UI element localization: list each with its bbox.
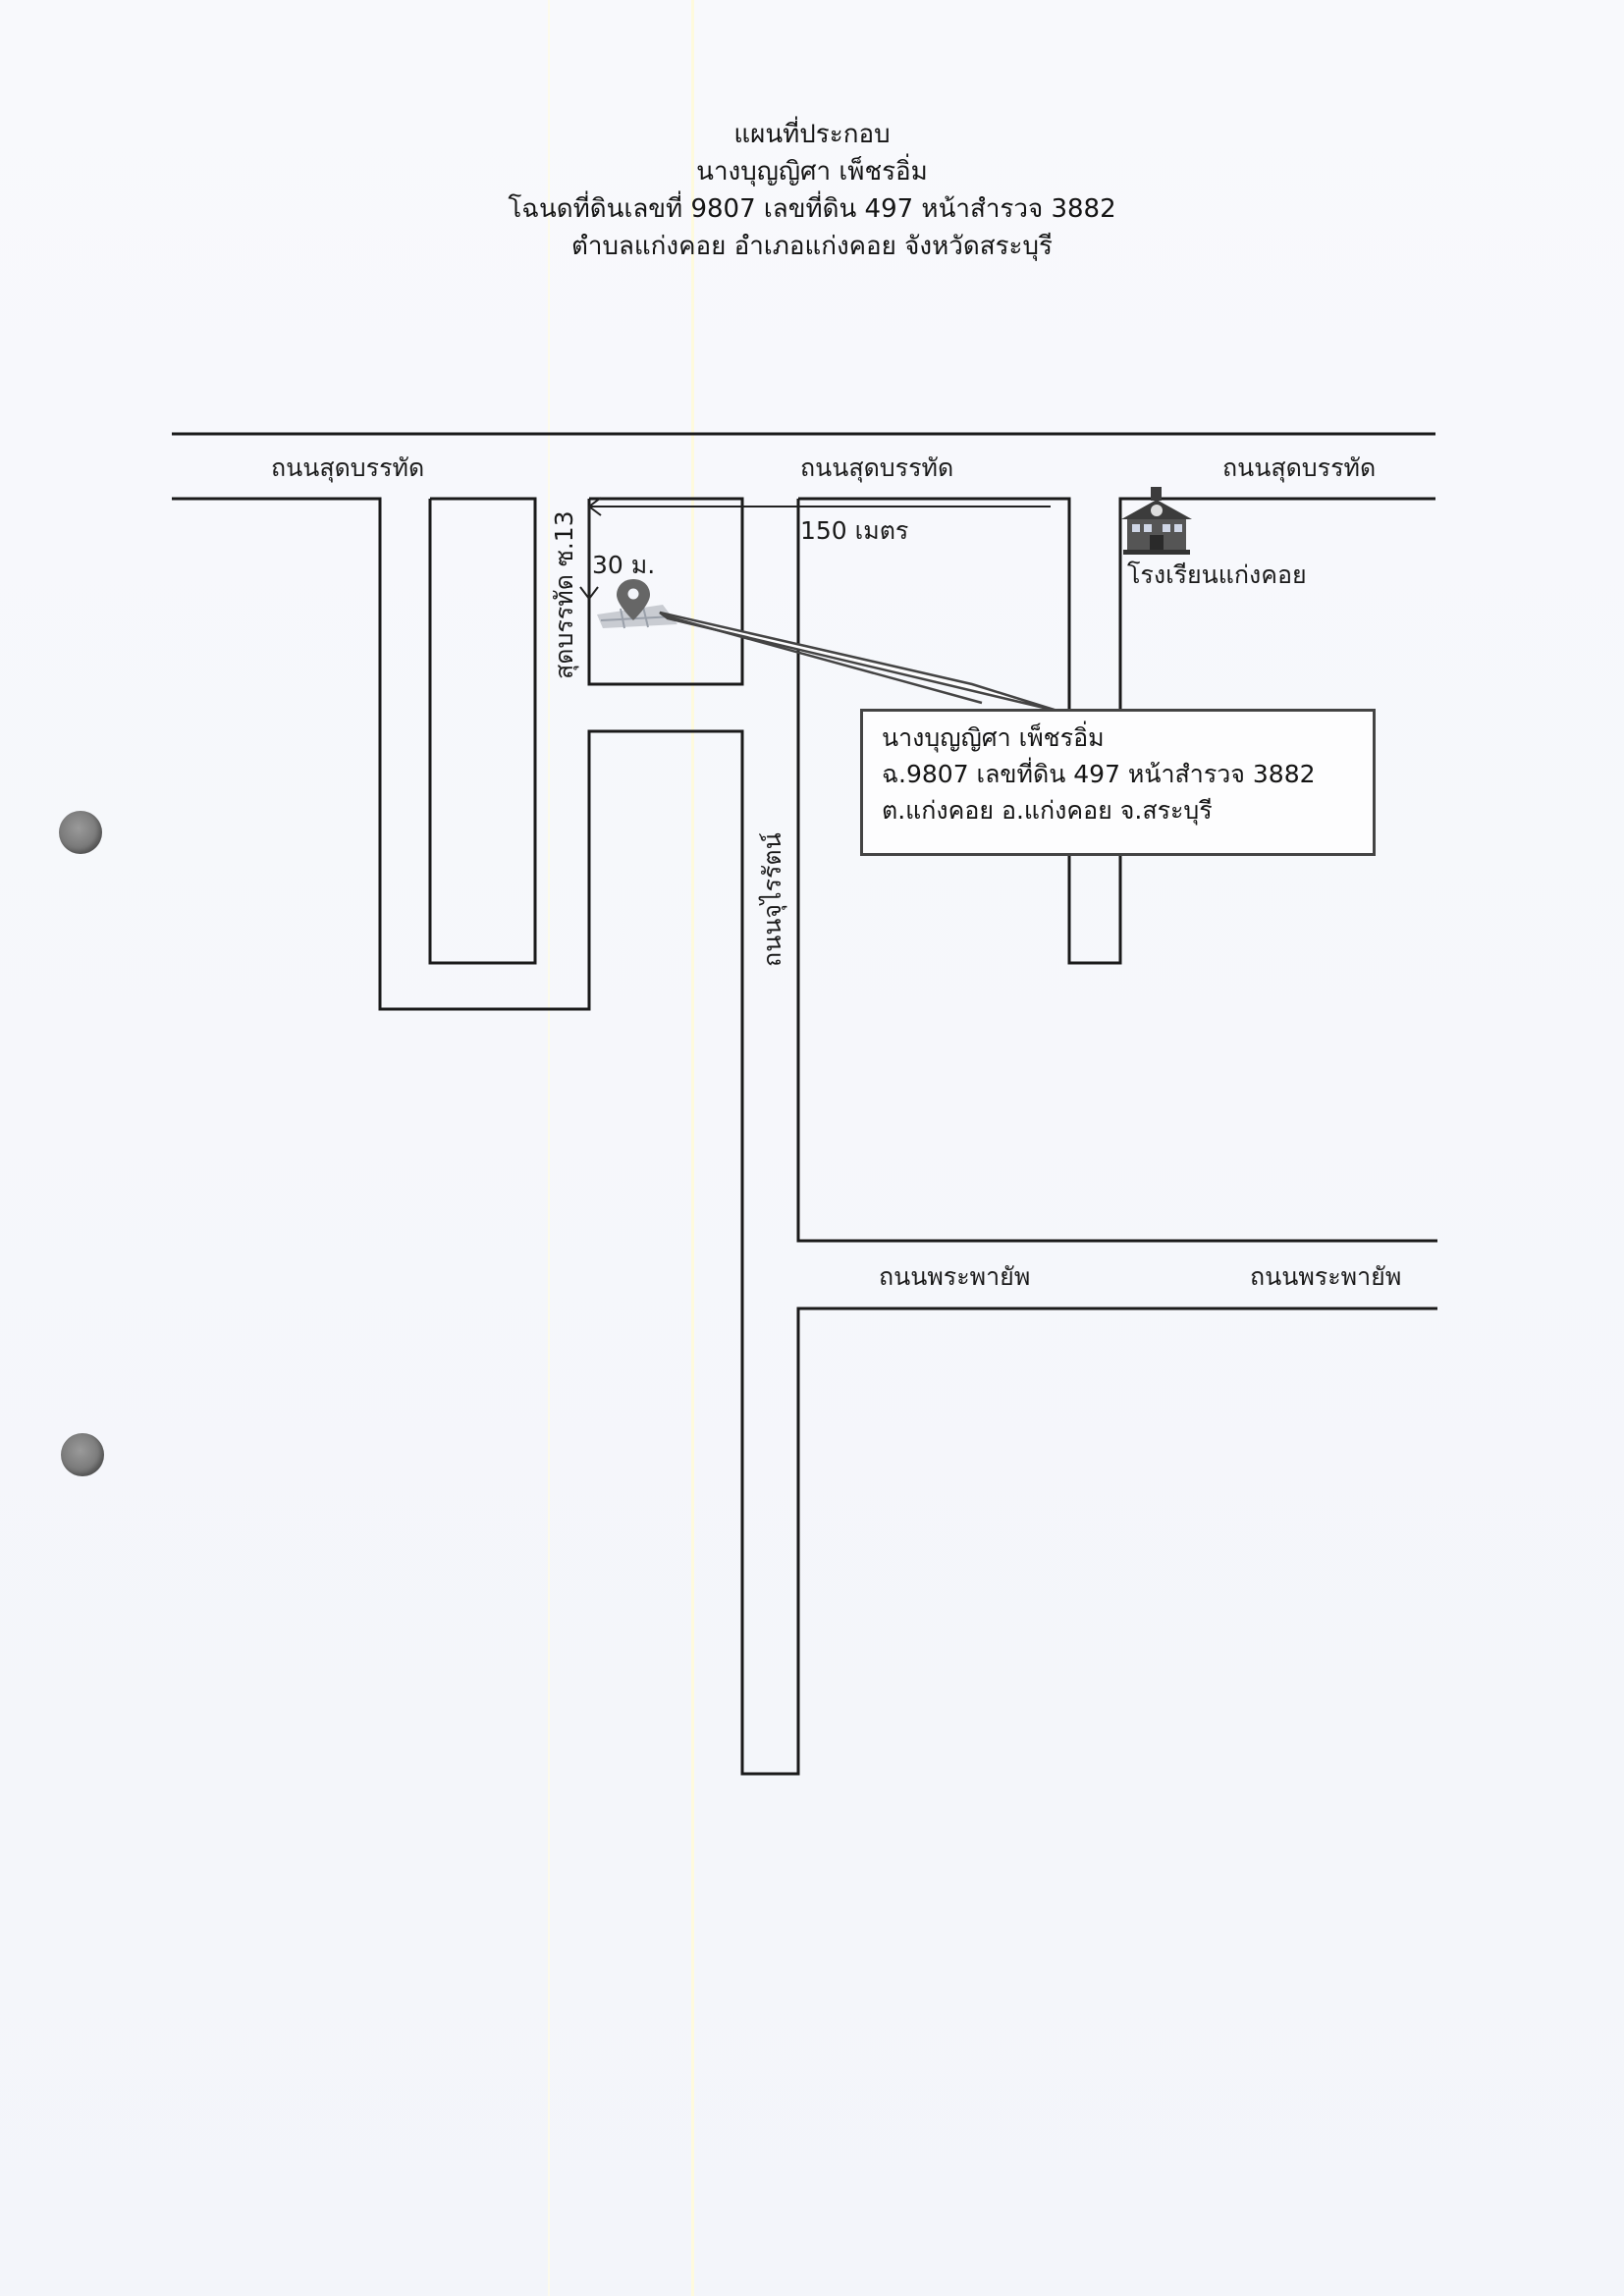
distance-arrowhead-soi xyxy=(579,586,599,601)
distance-label-soi: 30 ม. xyxy=(592,551,655,579)
distance-label-main: 150 เมตร xyxy=(800,516,908,545)
block-west xyxy=(428,497,537,965)
paper-fold-line xyxy=(691,0,694,2296)
road-edge-east xyxy=(798,497,1435,965)
punch-hole-lower xyxy=(61,1433,104,1476)
road-label-sudbanthat-left: ถนนสุดบรรทัด xyxy=(271,454,424,483)
callout-location: ต.แก่งคอย อ.แก่งคอย จ.สระบุรี xyxy=(882,796,1213,825)
callout-deed-details: ฉ.9807 เลขที่ดิน 497 หน้าสำรวจ 3882 xyxy=(882,760,1316,788)
deed-details: โฉนดที่ดินเลขที่ 9807 เลขที่ดิน 497 หน้า… xyxy=(508,194,1116,224)
road-label-sudbanthat-right: ถนนสุดบรรทัด xyxy=(1222,454,1376,483)
punch-hole-upper xyxy=(59,811,102,854)
map-title: แผนที่ประกอบ xyxy=(733,120,891,149)
callout-pointer-edge xyxy=(663,614,983,705)
school-icon xyxy=(1121,487,1192,555)
chuliraj-road-east-edge xyxy=(796,499,1437,1243)
location-details: ตำบลแก่งคอย อำเภอแก่งคอย จังหวัดสระบุรี xyxy=(570,232,1053,261)
owner-callout: นางบุญญิศา เพ็ชรอิ่ม ฉ.9807 เลขที่ดิน 49… xyxy=(860,709,1376,856)
school-label: โรงเรียนแก่งคอย xyxy=(1127,561,1307,589)
road-label-phraphayap-center: ถนนพระพายัพ xyxy=(879,1262,1030,1291)
plot-block-outline xyxy=(587,497,744,686)
road-edge-west-south xyxy=(172,497,1437,1776)
map-title-block: แผนที่ประกอบ นางบุญญิศา เพ็ชรอิ่ม โฉนดที… xyxy=(321,116,1303,265)
parcel-graphic xyxy=(597,605,677,629)
location-pin-icon xyxy=(617,579,650,620)
road-label-sudbanthat-center: ถนนสุดบรรทัด xyxy=(800,454,953,483)
callout-owner-name: นางบุญญิศา เพ็ชรอิ่ม xyxy=(882,723,1105,752)
callout-pointer xyxy=(659,611,1061,714)
road-label-phraphayap-right: ถนนพระพายัพ xyxy=(1250,1262,1401,1291)
road-label-chuliraj: ถนนจุไรรัตน์ xyxy=(758,832,787,967)
paper-fold-line-faint xyxy=(548,0,550,2296)
owner-name: นางบุญญิศา เพ็ชรอิ่ม xyxy=(696,157,928,187)
road-label-soi-13: สุดบรรทัด ซ.13 xyxy=(550,510,579,679)
